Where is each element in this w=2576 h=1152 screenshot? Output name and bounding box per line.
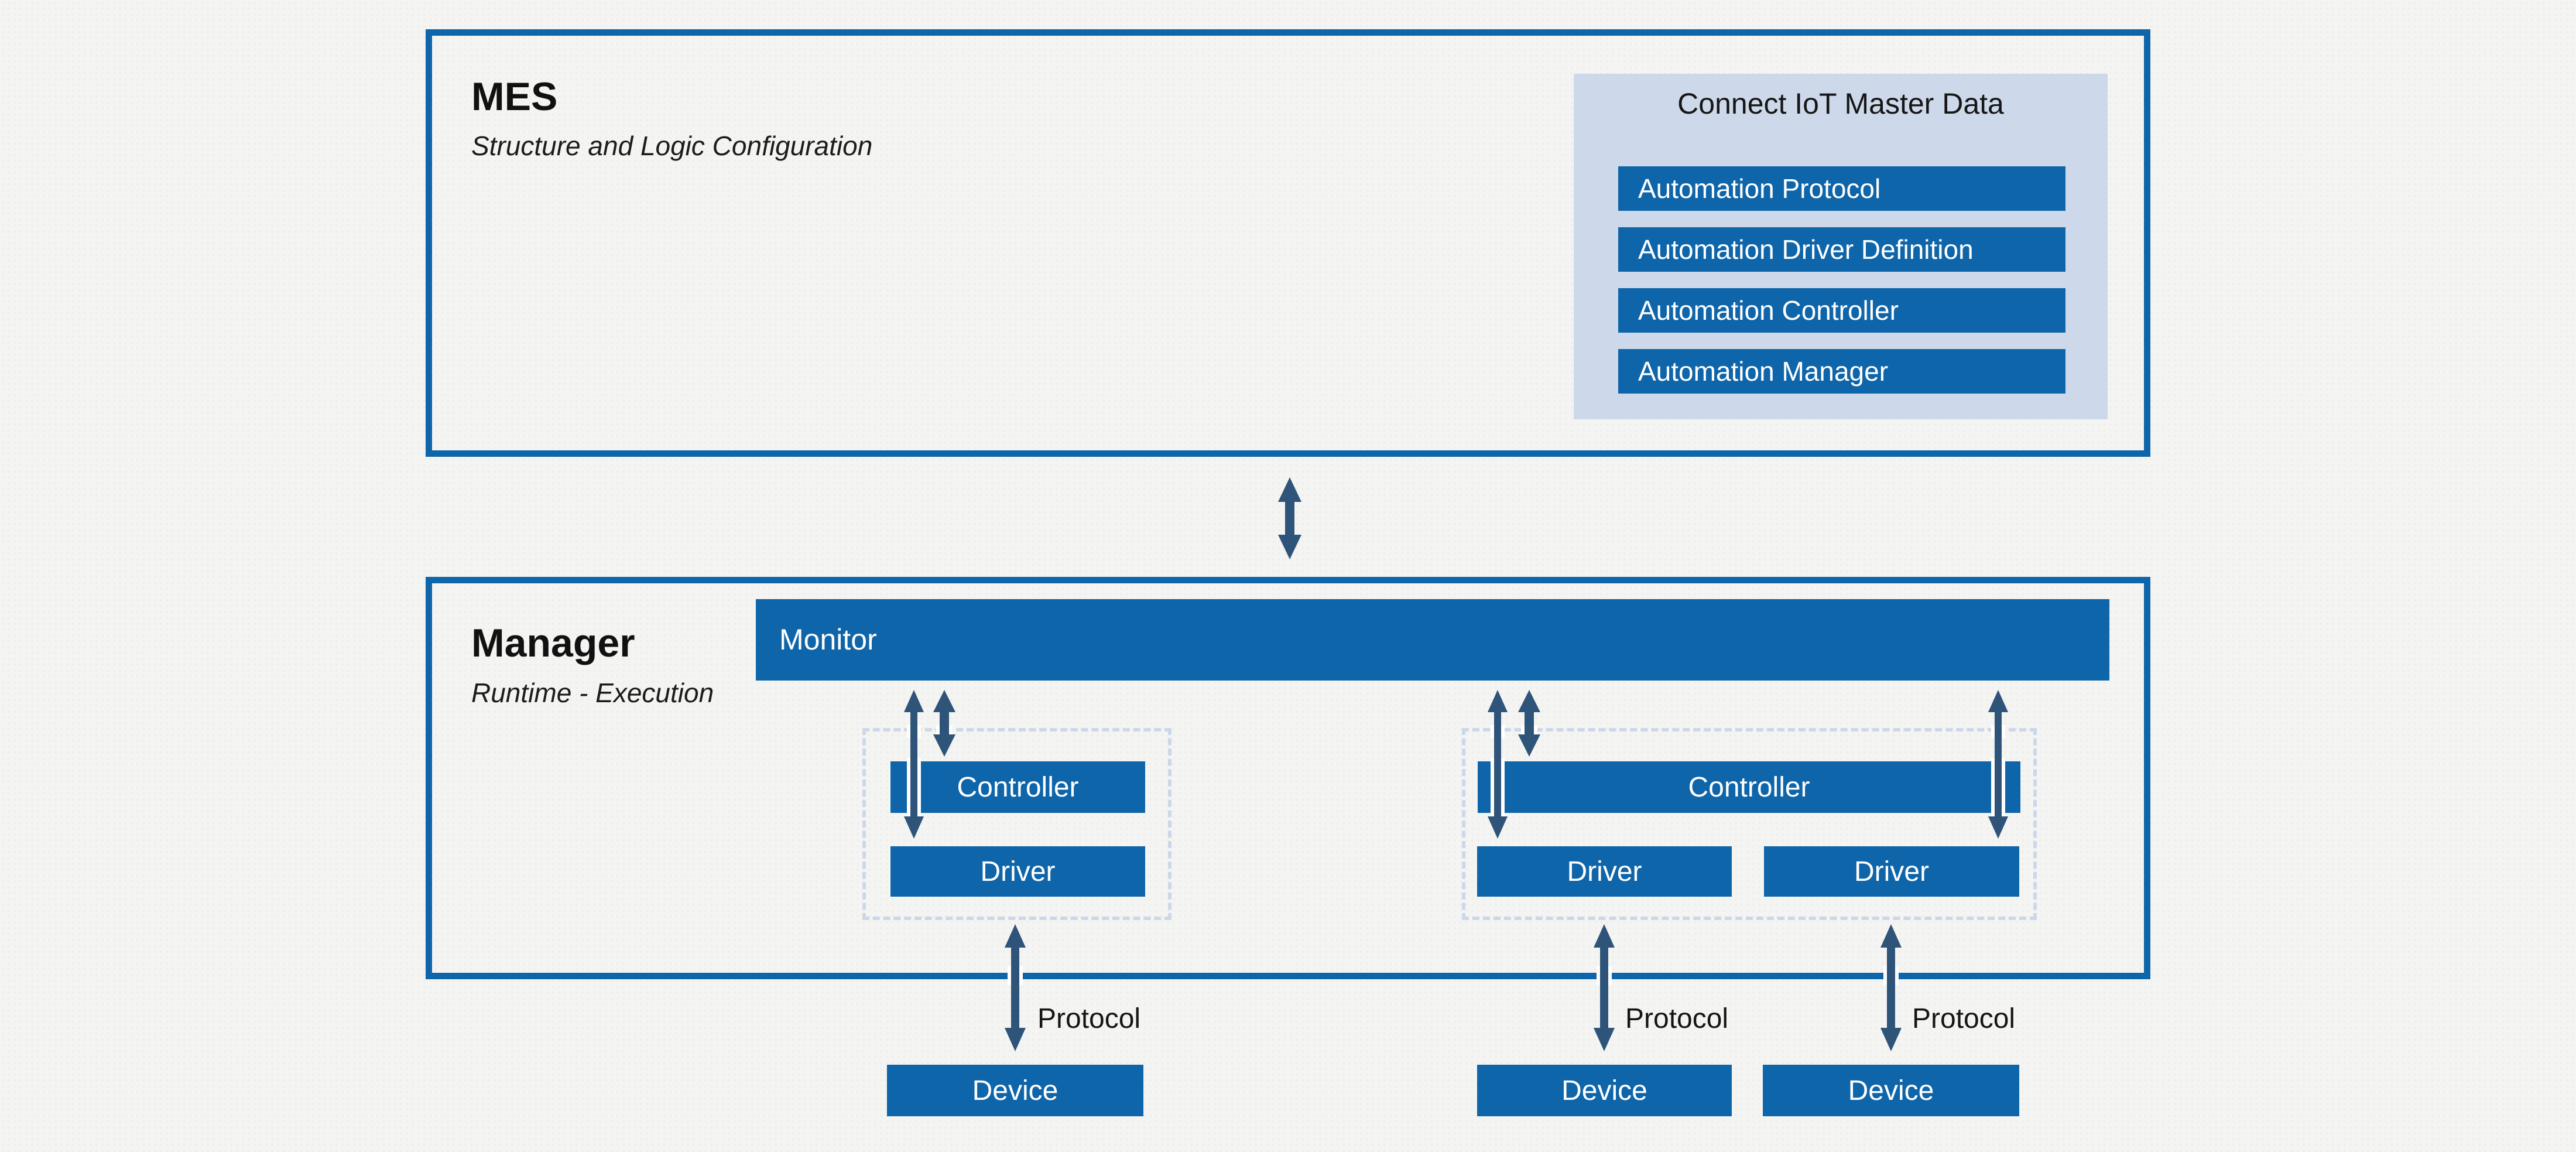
manager-title: Manager xyxy=(471,621,635,665)
protocol-label-3: Protocol xyxy=(1912,1003,2016,1034)
monitor-bar: Monitor xyxy=(756,599,2109,681)
controller-group-2 xyxy=(1462,728,2037,920)
mes-box xyxy=(426,29,2150,457)
master-data-item-automation-manager: Automation Manager xyxy=(1618,349,2065,394)
mes-title: MES xyxy=(471,74,558,119)
device-2: Device xyxy=(1477,1065,1732,1116)
connect-iot-master-data-title: Connect IoT Master Data xyxy=(1677,87,2004,120)
mes-subtitle: Structure and Logic Configuration xyxy=(471,131,873,161)
driver-1: Driver xyxy=(890,846,1145,897)
device-3: Device xyxy=(1763,1065,2019,1116)
controller-group-1 xyxy=(862,728,1171,920)
controller-1: Controller xyxy=(890,761,1145,813)
driver-2b: Driver xyxy=(1764,846,2019,897)
mes-manager-arrow xyxy=(1278,477,1301,559)
manager-box xyxy=(426,577,2150,979)
driver-2a: Driver xyxy=(1477,846,1732,897)
manager-subtitle: Runtime - Execution xyxy=(471,678,714,708)
protocol-label-1: Protocol xyxy=(1037,1003,1141,1034)
master-data-item-automation-driver-definition: Automation Driver Definition xyxy=(1618,227,2065,272)
controller-2: Controller xyxy=(1478,761,2020,813)
device-1: Device xyxy=(887,1065,1143,1116)
protocol-label-2: Protocol xyxy=(1625,1003,1729,1034)
master-data-item-automation-controller: Automation Controller xyxy=(1618,288,2065,333)
master-data-item-automation-protocol: Automation Protocol xyxy=(1618,166,2065,211)
